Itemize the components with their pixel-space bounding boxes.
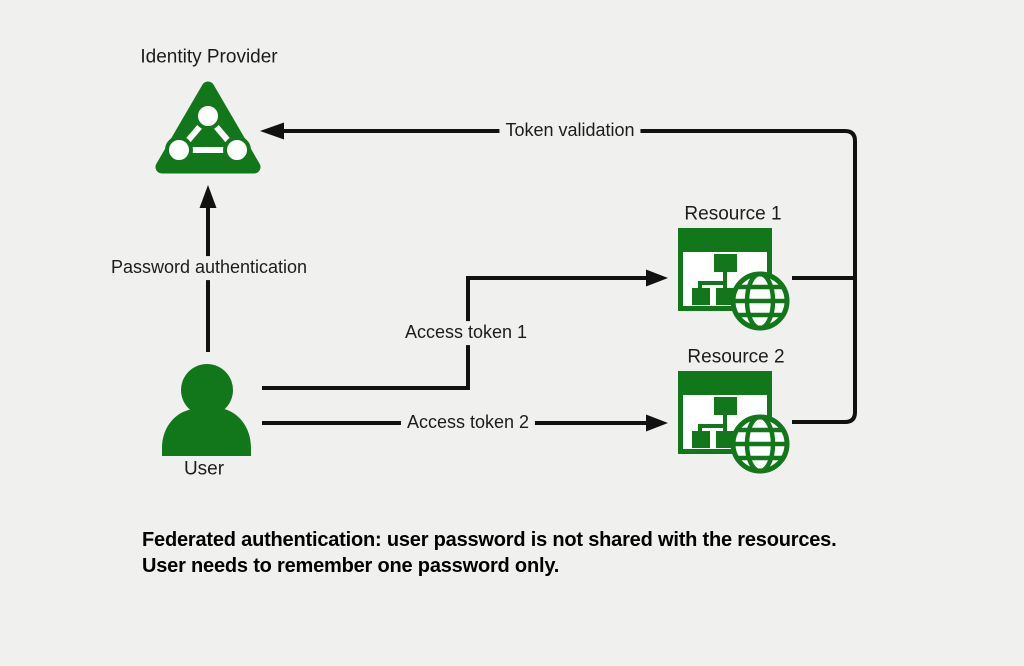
web-app-globe-icon <box>678 371 790 474</box>
network-triangle-icon <box>155 81 261 174</box>
person-icon <box>162 364 251 456</box>
arrowhead-into-resource2 <box>646 414 668 432</box>
arrowhead-into-resource1 <box>646 269 668 287</box>
resource-1-label: Resource 1 <box>684 203 782 225</box>
arrowhead-up-to-idp <box>199 185 217 208</box>
identity-provider-node <box>153 80 263 180</box>
diagram-caption: Federated authentication: user password … <box>142 527 837 579</box>
resource-1-node <box>676 226 791 336</box>
resource-2-node <box>676 369 791 479</box>
caption-line-1: Federated authentication: user password … <box>142 529 837 551</box>
user-node <box>161 362 253 463</box>
token-validation-edge-label: Token validation <box>499 119 641 143</box>
access-token-1-edge-label: Access token 1 <box>398 321 534 345</box>
access-token-2-edge-label: Access token 2 <box>400 411 536 435</box>
user-label: User <box>183 458 225 480</box>
caption-line-2: User needs to remember one password only… <box>142 555 560 577</box>
web-app-globe-icon <box>678 228 790 331</box>
password-authentication-edge-label: Password authentication <box>104 256 314 280</box>
arrowhead-into-idp <box>260 122 284 140</box>
resource-2-label: Resource 2 <box>687 346 785 368</box>
identity-provider-label: Identity Provider <box>140 46 278 68</box>
